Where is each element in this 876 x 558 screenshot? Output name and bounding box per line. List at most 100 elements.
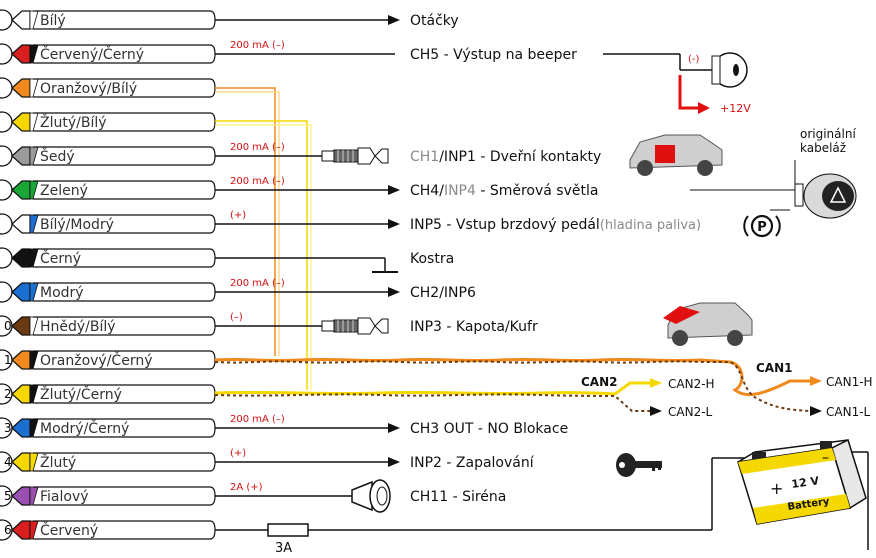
wire-stripe — [29, 214, 39, 234]
pin-label: Fialový — [40, 489, 89, 505]
can2-l-label: CAN2-L — [668, 405, 713, 419]
label-otacky: Otáčky — [410, 13, 459, 29]
wire-stripe — [29, 180, 39, 200]
can1-h-label: CAN1-H — [826, 375, 873, 389]
wire-tip — [11, 452, 31, 472]
wire-stripe — [29, 112, 39, 132]
pin-number: 2 — [4, 387, 12, 401]
wire-tip — [11, 112, 31, 132]
wire-tip — [11, 282, 31, 302]
pin-label: Žlutý/Bílý — [40, 113, 107, 131]
siren-icon — [351, 479, 391, 513]
wire-stripe — [29, 282, 39, 302]
label-ch4-grey: INP4 — [444, 183, 476, 199]
pin-label: Zelený — [40, 183, 88, 199]
pin-label: Bílý — [40, 13, 66, 29]
pin-row: Bílý — [0, 9, 216, 31]
wire-stripe — [29, 44, 39, 64]
label-ch4-b: - Směrová světla — [476, 183, 599, 199]
wire-stripe — [29, 520, 39, 540]
pin-row: Zelený — [0, 179, 216, 201]
wire-tip — [11, 146, 31, 166]
pin-label: Modrý — [40, 285, 84, 301]
pin-number: 6 — [4, 523, 12, 537]
hazard-switch-icon — [690, 160, 857, 219]
parking-brake-symbol: P — [757, 220, 767, 235]
wire-stripe — [29, 10, 39, 30]
pin-row: 2 Žlutý/Černý — [0, 383, 216, 405]
battery-minus-label: – — [822, 450, 829, 466]
pin-label: Oranžový/Bílý — [40, 81, 137, 97]
label-ch11: CH11 - Siréna — [410, 489, 506, 505]
pin-number: 4 — [4, 455, 12, 469]
connector-pins: BílýČervený/ČernýOranžový/BílýŽlutý/Bílý… — [0, 9, 216, 541]
wire-stripe — [29, 316, 39, 336]
battery-voltage: 12 V — [791, 474, 821, 491]
pin-row: Modrý — [0, 281, 216, 303]
pin-number-circle — [0, 145, 13, 167]
pin-row: 5 Fialový — [0, 485, 216, 507]
wire-tip — [11, 248, 31, 268]
wire-tip — [11, 10, 31, 30]
original-harness-line2: kabeláž — [800, 141, 846, 155]
fuse-label: 3A — [275, 541, 292, 556]
pin-number-circle — [0, 111, 13, 133]
label-ch1-rest: /INP1 - Dveřní kontakty — [439, 149, 601, 165]
wire-stripe — [29, 146, 39, 166]
current-ch11: 2A (+) — [230, 482, 263, 493]
wire-tip — [11, 418, 31, 438]
wire-stripe — [29, 78, 39, 98]
pin-number: 5 — [4, 489, 12, 503]
current-ch3: 200 mA (–) — [230, 414, 285, 425]
wire-stripe — [29, 452, 39, 472]
car-hood-icon — [663, 302, 753, 346]
pin-label: Červený/Černý — [40, 45, 144, 63]
pin-label: Šedý — [40, 147, 75, 165]
wire-tip — [11, 180, 31, 200]
wire-stripe — [29, 486, 39, 506]
pin-number: 1 — [4, 353, 12, 367]
door-switch-icon — [321, 147, 389, 165]
pin-row: Bílý/Modrý — [0, 213, 216, 235]
current-ratings: 200 mA (–) 200 mA (–) 200 mA (–) (+) 200… — [230, 40, 285, 493]
pin-number-circle — [0, 281, 13, 303]
pin-number-circle — [0, 179, 13, 201]
pin-label: Černý — [40, 249, 81, 267]
current-inp3: (–) — [230, 312, 243, 323]
pin-number-circle — [0, 77, 13, 99]
pin-number-circle — [0, 9, 13, 31]
signal-wires — [215, 15, 869, 550]
wire-tip — [11, 78, 31, 98]
pin-label-box — [33, 112, 216, 132]
wire-tip — [11, 350, 31, 370]
pin-row: Černý — [0, 247, 216, 269]
wire-stripe — [29, 248, 39, 268]
can1-title: CAN1 — [756, 361, 793, 375]
pin-row: Oranžový/Bílý — [0, 77, 216, 99]
current-inp5: (+) — [230, 210, 246, 221]
current-ch5: 200 mA (–) — [230, 40, 285, 51]
label-inp3: INP3 - Kapota/Kufr — [410, 319, 538, 335]
battery-icon: + – 12 V Battery — [737, 438, 867, 525]
label-inp2: INP2 - Zapalování — [410, 455, 535, 471]
pin-number-circle — [0, 43, 13, 65]
wire-tip — [11, 44, 31, 64]
pin-label: Bílý/Modrý — [40, 217, 114, 233]
wire-stripe — [29, 384, 39, 404]
car-door-icon — [629, 134, 723, 176]
label-ch1: CH1/INP1 - Dveřní kontakty — [410, 149, 601, 165]
pin-row: Červený/Černý — [0, 43, 216, 65]
pin-label: Oranžový/Černý — [40, 351, 153, 369]
beeper-plus: +12V — [720, 102, 751, 115]
parking-brake-icon: P — [743, 214, 781, 238]
hood-switch-icon — [321, 317, 389, 335]
pin-row: Šedý — [0, 145, 216, 167]
pin-label: Hnědý/Bílý — [40, 319, 116, 335]
pin-row: 1 Oranžový/Černý — [0, 349, 216, 371]
label-ch4-a: CH4/ — [410, 183, 444, 199]
pin-label: Žlutý/Černý — [40, 385, 122, 403]
wire-stripe — [29, 418, 39, 438]
